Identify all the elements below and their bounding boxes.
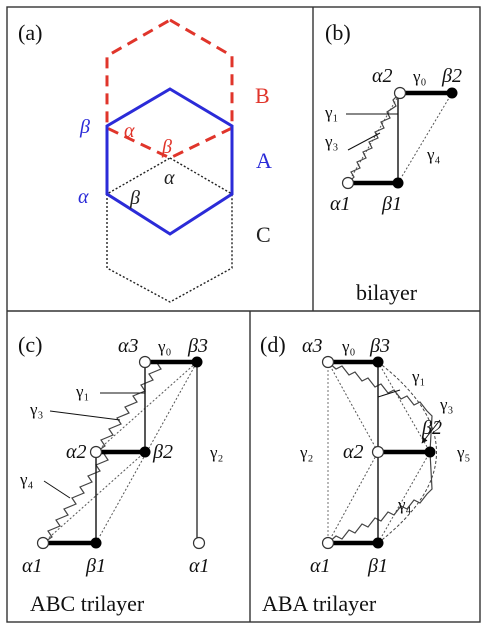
atom-b3: [372, 356, 384, 368]
coupling-label-g5: γ₅: [456, 443, 471, 462]
atom-b2: [139, 446, 151, 458]
atom-b1: [90, 537, 102, 549]
leader-g4: [43, 480, 71, 499]
atom-b1: [372, 537, 384, 549]
layer-label-c: C: [256, 222, 271, 247]
leader-g3: [49, 410, 121, 421]
bond-g3-dotted: [347, 92, 401, 184]
site-label-alpha-blue: α: [78, 186, 89, 208]
bond-g4-dotted-lower: [42, 451, 146, 544]
bond-g3-zigzag-lower: [42, 451, 145, 544]
site-label-a2: α2: [66, 441, 87, 463]
coupling-label-g4: γ₄: [19, 470, 34, 489]
site-label-alpha-red: α: [124, 120, 135, 142]
coupling-label-g4: γ₄: [397, 495, 412, 514]
site-label-b1: β1: [367, 555, 388, 577]
site-label-a1: α1: [22, 555, 43, 577]
panel-c-caption: ABC trilayer: [30, 591, 145, 616]
site-label-beta-black: β: [129, 187, 140, 209]
bond-g4-dotted-lower: [327, 451, 379, 544]
site-label-b3: β3: [187, 335, 208, 357]
atom-a2: [393, 86, 407, 100]
coupling-label-g0: γ₀: [341, 337, 356, 356]
bond-g5-arc: [377, 361, 437, 544]
site-label-a2: α2: [372, 65, 393, 87]
atom-a3: [138, 355, 152, 369]
coupling-label-g3: γ₃: [324, 132, 339, 151]
site-label-b1: β1: [85, 555, 106, 577]
coupling-label-g0: γ₀: [157, 337, 172, 356]
bond-g3-zigzag: [347, 92, 401, 184]
coupling-label-g0: γ₀: [412, 67, 427, 86]
atom-a1: [36, 536, 50, 550]
panel-frames: [6, 6, 481, 623]
bond-g4-dotted-upper: [327, 361, 379, 453]
coupling-label-g2: γ₂: [299, 443, 313, 462]
bond-g4-dotted-long: [95, 361, 198, 544]
atom-b3: [191, 356, 203, 368]
site-label-alpha-black: α: [164, 167, 175, 189]
site-label-a2: α2: [343, 441, 364, 463]
site-label-beta-blue: β: [79, 116, 90, 138]
coupling-label-g1: γ₁: [411, 367, 425, 386]
coupling-label-g3: γ₃: [29, 400, 44, 419]
bond-g3-zigzag-upper: [327, 361, 433, 453]
outer-frame: [6, 6, 481, 623]
coupling-label-g1: γ₁: [75, 382, 89, 401]
site-label-b3: β3: [369, 335, 390, 357]
site-label-a1: α1: [330, 193, 351, 215]
layer-label-b: B: [255, 83, 270, 108]
bond-g4-dotted-b1: [377, 451, 431, 544]
site-label-a1: α1: [310, 555, 331, 577]
atom-b2: [446, 87, 458, 99]
panel-c: (c) α3 γ₀ β3 γ₁ γ₃ α2 β2: [18, 332, 223, 616]
site-label-b2: β2: [421, 417, 442, 439]
bond-g3-zigzag-lower: [327, 451, 433, 544]
site-label-a3: α3: [302, 335, 323, 357]
atom-b2: [424, 446, 436, 458]
bond-g4-dotted-b3: [377, 361, 431, 453]
panel-a: (a) B A C β α α β α β: [18, 18, 272, 303]
site-label-a1-right: α1: [189, 555, 210, 577]
atom-b1: [392, 177, 404, 189]
layer-label-a: A: [256, 148, 272, 173]
site-label-b1: β1: [381, 193, 402, 215]
site-label-b2: β2: [441, 65, 462, 87]
coupling-label-g1: γ₁: [324, 103, 338, 122]
site-label-beta-red: β: [161, 136, 172, 158]
site-label-b2: β2: [152, 441, 173, 463]
leader-g3: [347, 132, 381, 151]
bond-g4-dotted: [397, 92, 453, 184]
atom-a1: [341, 176, 355, 190]
bond-g4-dotted-upper: [95, 361, 198, 453]
atom-a1-right: [192, 536, 206, 550]
coupling-label-g4: γ₄: [426, 145, 441, 164]
atom-a2: [89, 445, 103, 459]
atom-a2: [371, 445, 385, 459]
leader-g1: [377, 389, 401, 398]
panel-c-label: (c): [18, 332, 42, 357]
site-label-a3: α3: [118, 335, 139, 357]
panel-d-caption: ABA trilayer: [262, 591, 377, 616]
panel-d-label: (d): [260, 332, 286, 357]
panel-b: (b) α2 γ₀ β2 γ₁ γ₃ γ₄ α1 β1 bilayer: [324, 20, 462, 305]
hexagon-layer-a: [105, 87, 234, 236]
panel-d: (d) α3 γ₀ β3 γ₁ γ₃ γ₂ α2: [260, 332, 471, 616]
panel-a-label: (a): [18, 20, 42, 45]
atom-a1: [321, 536, 335, 550]
coupling-label-g3: γ₃: [439, 395, 454, 414]
atom-a3: [321, 355, 335, 369]
bond-g3-zigzag-upper: [95, 361, 197, 453]
panel-b-caption: bilayer: [356, 280, 418, 305]
coupling-label-g2: γ₂: [209, 443, 223, 462]
panel-b-label: (b): [325, 20, 351, 45]
leader-g5-arrow: [421, 419, 441, 444]
